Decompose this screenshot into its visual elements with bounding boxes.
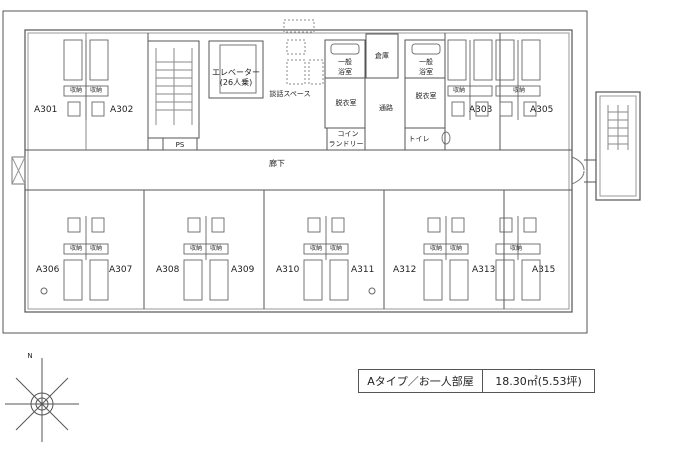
storage-label: 収納 <box>90 86 102 94</box>
toilet-fixture <box>187 217 201 233</box>
toilet-label: トイレ <box>409 135 430 143</box>
corridor-label: 廊下 <box>269 158 285 168</box>
storage-label: 収納 <box>70 244 82 252</box>
room-label-a312: A312 <box>393 265 416 275</box>
toilet-fixture <box>523 217 537 233</box>
sofa-space-label: 談話スペース <box>269 89 310 98</box>
bed <box>495 259 515 301</box>
floor-drain <box>40 287 48 295</box>
elevator-shaft <box>208 40 264 99</box>
room-label-a305: A305 <box>530 105 553 115</box>
passage-label: 通路 <box>379 103 393 112</box>
laundry-label: コイン <box>338 130 359 138</box>
bed <box>63 259 83 301</box>
storage-label: 収納 <box>430 244 442 252</box>
room-label-a313: A313 <box>472 265 495 275</box>
toilet-fixture <box>523 101 537 117</box>
toilet-fixture <box>475 101 489 117</box>
toilet-fixture <box>307 217 321 233</box>
bed <box>63 39 83 81</box>
bed <box>89 39 109 81</box>
room-unit-top-0 <box>63 39 109 120</box>
bath-label: 一般 <box>419 57 433 66</box>
toilet-fixture <box>211 217 225 233</box>
toilet-fixture <box>451 101 465 117</box>
toilet-fixture <box>91 101 105 117</box>
north-label: N <box>27 352 32 360</box>
east-door <box>571 156 585 185</box>
bed <box>303 259 323 301</box>
room-unit-bottom-3 <box>423 216 469 301</box>
room-label-a310: A310 <box>276 265 300 275</box>
storage-label: 収納 <box>513 86 525 94</box>
room-label-a311: A311 <box>351 265 374 275</box>
room-label-a303: A303 <box>469 105 492 115</box>
room-type-label: Aタイプ／お一人部屋 <box>359 370 483 392</box>
changing-room-label: 脱衣室 <box>336 98 357 107</box>
bed <box>449 259 469 301</box>
laundry <box>326 127 366 151</box>
toilet-fixture <box>67 217 81 233</box>
room-unit-bottom-1 <box>183 216 229 301</box>
storage-label: 収納 <box>210 244 222 252</box>
room-unit-bottom-4 <box>495 216 541 301</box>
room-unit-bottom-0 <box>63 216 109 301</box>
changing-room-right <box>404 77 446 129</box>
storage-label: 収納 <box>510 244 522 252</box>
room-label-a301: A301 <box>34 105 57 115</box>
bed <box>423 259 443 301</box>
room-label-a309: A309 <box>231 265 255 275</box>
bed <box>447 39 467 81</box>
toilet-fixture <box>331 217 345 233</box>
bed <box>521 259 541 301</box>
bed <box>521 39 541 81</box>
bath-label: 一般 <box>338 57 352 66</box>
storage-label: 収納 <box>330 244 342 252</box>
room-unit-top-1 <box>447 39 493 120</box>
compass-rose <box>5 358 79 442</box>
bed <box>329 259 349 301</box>
changing-room-label: 脱衣室 <box>416 91 437 100</box>
bath-label: 浴室 <box>419 67 433 76</box>
storage-label: 収納 <box>453 86 465 94</box>
room-label-a308: A308 <box>156 265 180 275</box>
storage-label: 収納 <box>450 244 462 252</box>
bath-label: 浴室 <box>338 67 352 76</box>
elevator-label: エレベーター <box>212 68 260 77</box>
storage-label: 収納 <box>90 244 102 252</box>
bed <box>183 259 203 301</box>
room-label-a306: A306 <box>36 265 60 275</box>
bed <box>473 39 493 81</box>
bed <box>209 259 229 301</box>
room-label-a307: A307 <box>109 265 132 275</box>
storage-label: 収納 <box>190 244 202 252</box>
outer-frame <box>2 10 588 334</box>
east-stair-tower <box>595 91 641 201</box>
storage-label: 収納 <box>70 86 82 94</box>
room-label-a302: A302 <box>110 105 133 115</box>
toilet-fixture <box>499 101 513 117</box>
room-unit-bottom-2 <box>303 216 349 301</box>
warehouse <box>365 33 399 79</box>
room-type-info: Aタイプ／お一人部屋 18.30㎡(5.53坪) <box>358 369 595 393</box>
room-area-label: 18.30㎡(5.53坪) <box>495 375 582 388</box>
room-unit-top-2 <box>495 39 541 120</box>
toilet-fixture <box>427 217 441 233</box>
west-door <box>11 156 26 185</box>
elevator-capacity: (26人乗) <box>220 77 252 87</box>
toilet-fixture <box>499 217 513 233</box>
ps-shaft <box>162 137 198 151</box>
floor-drain <box>368 287 376 295</box>
laundry-label: ランドリー <box>329 140 364 148</box>
toilet-fixture <box>91 217 105 233</box>
bed <box>89 259 109 301</box>
warehouse-label: 倉庫 <box>375 51 389 60</box>
toilet-fixture <box>67 101 81 117</box>
room-label-a315: A315 <box>532 265 555 275</box>
ps-label: PS <box>176 141 185 149</box>
toilet-fixture <box>451 217 465 233</box>
storage-label: 収納 <box>310 244 322 252</box>
bed <box>495 39 515 81</box>
